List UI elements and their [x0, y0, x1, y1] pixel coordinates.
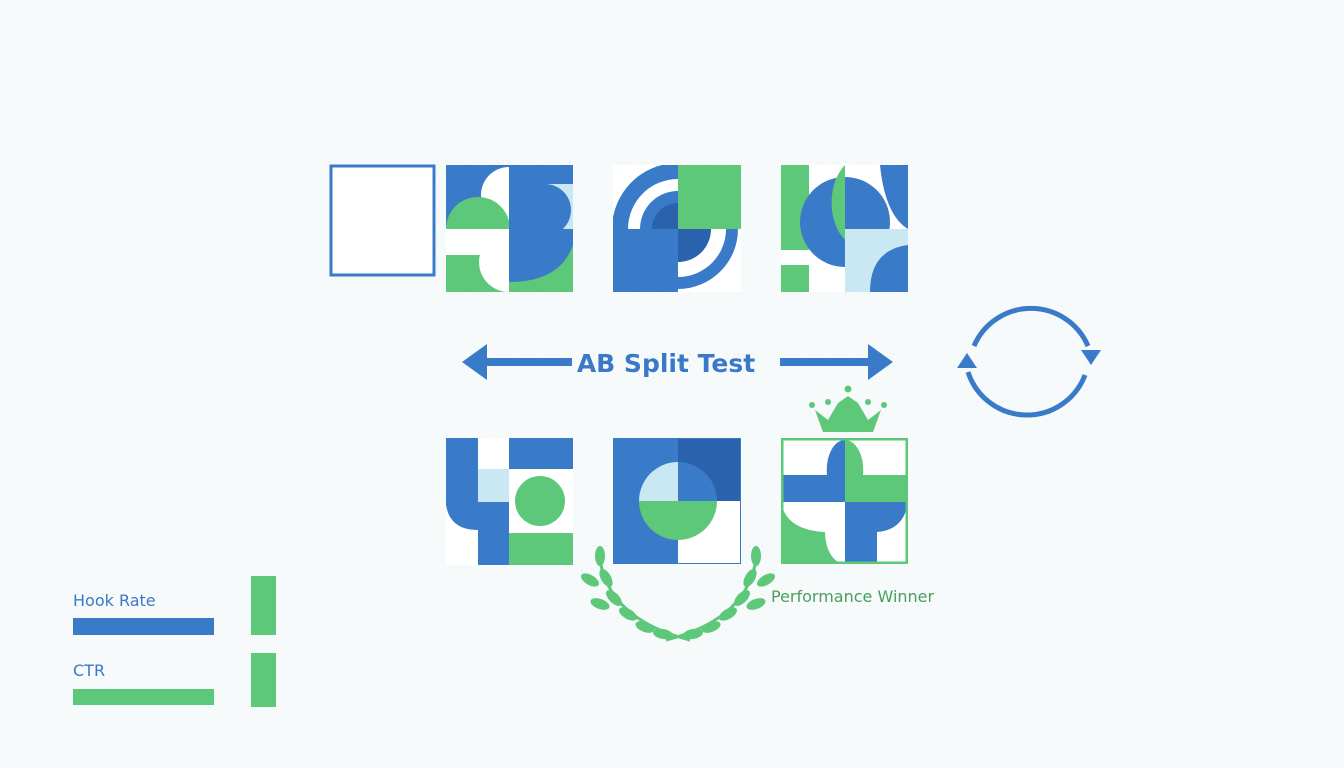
metric-label-ctr: CTR: [73, 661, 105, 680]
winner-label: Performance Winner: [771, 587, 935, 606]
diagram-title: AB Split Test: [577, 349, 755, 378]
variant-b: [613, 165, 741, 292]
metric-indicator-hook-rate: [251, 576, 276, 635]
laurel-wreath-icon: [580, 546, 776, 642]
variant-d: [446, 438, 573, 565]
refresh-cycle-icon: [957, 305, 1101, 418]
variant-c: [781, 165, 908, 292]
left-arrow-icon: [462, 344, 572, 380]
winner-variant: [781, 438, 908, 564]
metric-bar-hook-rate: [73, 618, 214, 635]
crown-icon: [809, 385, 887, 432]
right-arrow-icon: [780, 344, 893, 380]
variant-blank: [329, 164, 436, 277]
variant-a: [446, 165, 573, 292]
metric-indicator-ctr: [251, 653, 276, 707]
variant-e: [613, 438, 741, 564]
metric-label-hook-rate: Hook Rate: [73, 591, 156, 610]
metric-bar-ctr: [73, 689, 214, 705]
